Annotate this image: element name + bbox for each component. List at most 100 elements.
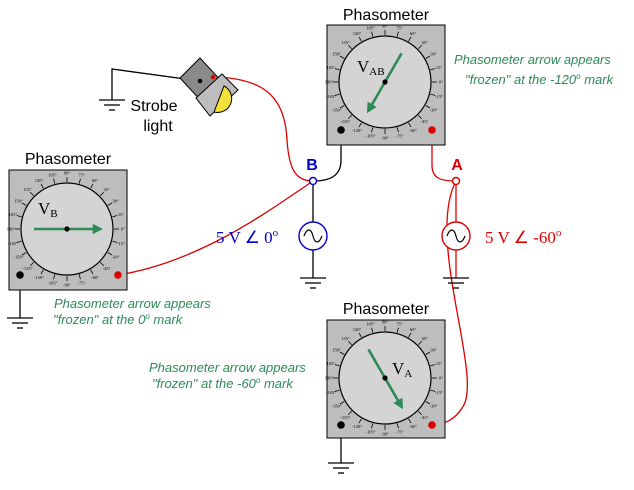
- dial-tick: [90, 269, 94, 275]
- dial-tick: [425, 351, 431, 355]
- dial-tick: [417, 114, 423, 120]
- dial-tick: [16, 215, 22, 218]
- dial-tick: [21, 202, 27, 206]
- dial-tick-label: 150°: [332, 52, 341, 57]
- dial-tick-label: -135°: [340, 119, 350, 124]
- dial-tick: [29, 191, 35, 197]
- source-b-label: 5 V ∠ 0o: [216, 227, 279, 247]
- dial-tick-label: -150°: [331, 404, 341, 409]
- strobe-label-line2: light: [143, 118, 173, 135]
- dial-pivot: [382, 375, 388, 381]
- vab-black-wire: [312, 130, 342, 182]
- dial-tick: [408, 36, 412, 42]
- black-terminal: [337, 126, 345, 134]
- dial-tick-label: 30°: [430, 52, 437, 57]
- ground-icon: [443, 277, 469, 289]
- dial-tick: [358, 332, 362, 338]
- node-a-terminal: [451, 176, 461, 186]
- dial-tick: [425, 401, 431, 405]
- dial-tick: [371, 31, 374, 37]
- dial-tick: [29, 261, 35, 267]
- dial-tick: [90, 183, 94, 189]
- dial-tick: [53, 178, 56, 184]
- vab-red-wire: [431, 130, 457, 182]
- node-a-label: A: [451, 157, 463, 174]
- dial-tick-label: 105°: [48, 172, 57, 177]
- red-terminal: [428, 126, 436, 134]
- source-a-label: 5 V ∠ -60o: [485, 227, 562, 247]
- dial-tick-label: 105°: [366, 321, 375, 326]
- dial-pivot: [64, 226, 70, 232]
- dial-tick-label: 30°: [112, 199, 119, 204]
- dial-tick-label: -75°: [396, 134, 404, 139]
- meter-label: VAB: [357, 57, 385, 78]
- dial-tick: [339, 351, 345, 355]
- dial-tick-label: -120°: [352, 424, 362, 429]
- dial-tick-label: 30°: [430, 348, 437, 353]
- dial-tick-label: -15°: [435, 94, 443, 99]
- dial-tick: [430, 93, 436, 96]
- dial-tick: [78, 274, 81, 280]
- dial-tick: [347, 410, 353, 416]
- dial-tick: [430, 389, 436, 392]
- note-line2: "frozen" at the -60o mark: [152, 376, 294, 391]
- ac-source-b-icon: [298, 221, 328, 251]
- dial-tick: [21, 252, 27, 256]
- dial-tick-label: 90°: [382, 320, 389, 325]
- dial-tick-label: -15°: [117, 241, 125, 246]
- phasometer-title: Phasometer: [343, 301, 430, 318]
- dial-tick-label: -105°: [365, 430, 375, 435]
- note-line1: Phasometer arrow appears: [454, 52, 611, 67]
- strobe-label-line1: Strobe: [130, 98, 177, 115]
- phasometer-vb: Phasometer 0°15°30°45°60°75°90°105°120°1…: [7, 151, 128, 291]
- dial-tick-label: -150°: [331, 108, 341, 113]
- dial-tick: [112, 240, 118, 243]
- dial-tick-label: -120°: [352, 128, 362, 133]
- dial-tick-label: -60°: [91, 275, 99, 280]
- dial-ticks: 0°15°30°45°60°75°90°105°120°135°150°165°…: [325, 320, 444, 437]
- dial-tick-label: -105°: [47, 281, 57, 286]
- dial-tick: [358, 36, 362, 42]
- dial-tick-label: 165°: [327, 361, 336, 366]
- dial-tick-label: -165°: [326, 94, 336, 99]
- dial-tick: [40, 269, 44, 275]
- dial-tick-label: 90°: [382, 24, 389, 29]
- ground-icon: [300, 277, 326, 289]
- dial-tick: [396, 127, 399, 133]
- dial-pivot: [382, 79, 388, 85]
- dial-tick-label: 180°: [325, 376, 334, 381]
- dial-tick-label: -30°: [430, 404, 438, 409]
- dial-tick-label: -75°: [78, 281, 86, 286]
- dial-tick-label: 120°: [353, 31, 362, 36]
- va-note: Phasometer arrow appears "frozen" at the…: [149, 360, 306, 391]
- phasometer-title: Phasometer: [25, 151, 112, 168]
- dial-tick-label: 45°: [103, 187, 110, 192]
- dial-tick-label: -45°: [103, 266, 111, 271]
- dial-tick-label: 75°: [396, 321, 403, 326]
- dial-tick-label: -90°: [63, 283, 71, 288]
- dial-tick: [396, 31, 399, 37]
- dial-tick-label: 75°: [78, 172, 85, 177]
- dial-tick: [334, 68, 340, 71]
- dial-tick: [396, 423, 399, 429]
- dial-tick-label: 135°: [341, 40, 350, 45]
- phasometer-va: Phasometer 0°15°30°45°60°75°90°105°120°1…: [325, 301, 446, 439]
- dial-tick: [417, 340, 423, 346]
- dial-tick: [430, 364, 436, 367]
- dial-tick: [334, 389, 340, 392]
- dial-tick-label: 45°: [421, 336, 428, 341]
- ground-icon: [328, 462, 354, 474]
- ground-icon: [99, 99, 125, 111]
- dial-tick-label: 0°: [439, 376, 443, 381]
- node-b-label: B: [306, 157, 318, 174]
- dial-tick-label: -30°: [112, 255, 120, 260]
- node-b-terminal: [308, 176, 318, 186]
- dial-tick: [99, 261, 105, 267]
- black-terminal: [16, 271, 24, 279]
- dial-tick: [425, 105, 431, 109]
- dial-tick-label: -135°: [22, 266, 32, 271]
- dial-tick: [112, 215, 118, 218]
- dial-tick: [396, 327, 399, 333]
- black-terminal: [337, 421, 345, 429]
